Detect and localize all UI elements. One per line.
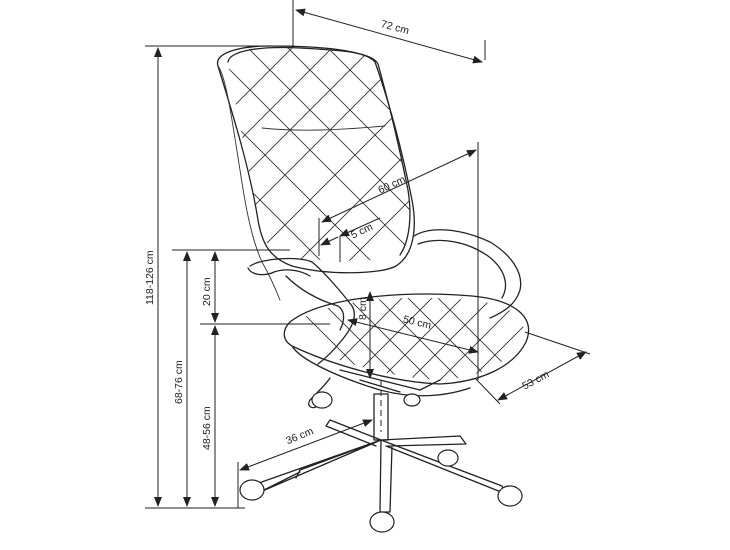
right-armrest-inner	[417, 239, 507, 299]
caster-back-right	[437, 449, 459, 467]
dimension-lines: 72 cm 60 cm 5 cm 118-126 cm 68-76 cm 20 …	[144, 0, 591, 509]
label-armrest-height: 68-76 cm	[173, 360, 185, 404]
left-armrest-pad	[247, 267, 311, 277]
right-armrest	[413, 229, 522, 319]
caster-front-right	[497, 485, 523, 507]
dim-line-base-radius	[239, 419, 373, 471]
caster-back-left	[311, 391, 333, 409]
label-base-radius: 36 cm	[284, 425, 315, 447]
dim-line-backrest-height	[321, 149, 477, 223]
seat-front-edge	[291, 345, 471, 397]
label-seat-width: 53 cm	[520, 368, 551, 392]
tilt-lever	[308, 377, 331, 409]
dim-line-seat-depth	[347, 318, 479, 354]
label-seat-thickness: 8 cm	[357, 297, 369, 320]
label-armrest-above-seat: 20 cm	[201, 277, 213, 306]
label-seat-height: 48-56 cm	[201, 406, 213, 450]
caster-front-left	[239, 479, 265, 501]
chair-illustration	[216, 45, 530, 533]
backrest-quilting	[228, 47, 410, 261]
caster-front	[369, 511, 395, 533]
seat-outline	[283, 293, 530, 385]
left-armrest-support	[285, 275, 345, 331]
label-backrest-height: 60 cm	[376, 173, 407, 196]
backrest-side-panel	[217, 65, 281, 301]
label-total-height: 118-126 cm	[144, 250, 156, 305]
caster-back-center	[403, 393, 421, 407]
backrest-outline	[216, 45, 415, 274]
dim-line-backrest-thickness	[320, 236, 339, 246]
dim-line-seat-width	[497, 351, 587, 401]
seat-mechanism	[339, 369, 441, 393]
dim-line-overall-width	[295, 8, 483, 64]
label-seat-depth: 50 cm	[402, 313, 433, 332]
backrest-seam	[261, 125, 386, 131]
left-armrest	[249, 257, 356, 365]
